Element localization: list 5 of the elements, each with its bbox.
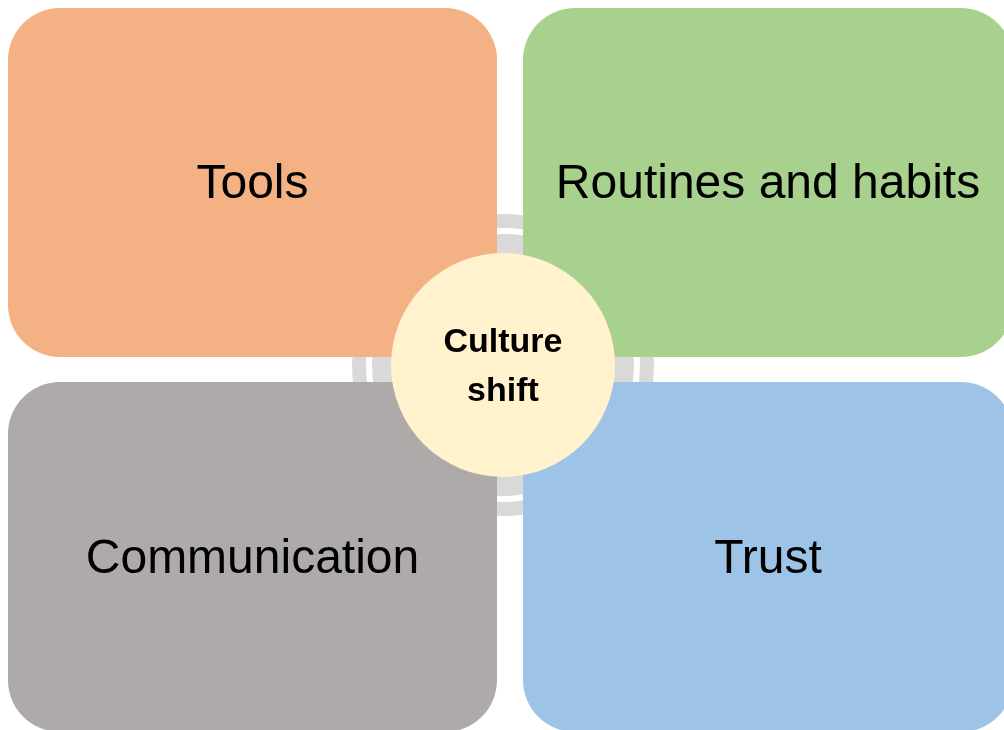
- node-label: Culture shift: [442, 319, 564, 410]
- node-label: Tools: [196, 154, 309, 211]
- node-label: Routines and habits: [555, 154, 981, 211]
- node-label: Trust: [714, 528, 822, 585]
- node-label: Communication: [85, 528, 420, 585]
